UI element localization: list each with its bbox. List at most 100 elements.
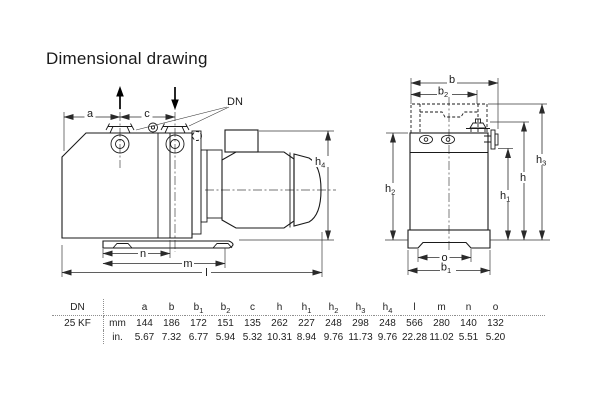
table-spacer-cell: [509, 316, 545, 331]
table-value-in: 9.76: [377, 331, 398, 343]
end-view: b b2 h2 h1 h h3: [382, 74, 553, 275]
table-value-in: 5.32: [242, 331, 263, 343]
table-value-in: 10.31: [266, 331, 293, 343]
table-value-in: 5.67: [134, 331, 155, 343]
base-plate: [102, 240, 234, 249]
base-notch-right: [212, 243, 233, 249]
table-row-label-empty: [52, 330, 104, 344]
table-value-in: 5.51: [458, 331, 479, 343]
dn-label: DN: [227, 96, 243, 108]
table-value-in: 8.94: [296, 331, 317, 343]
hidden-port-circle: [192, 131, 202, 141]
port-2-circle: [165, 134, 185, 154]
table-value-in: 5.20: [485, 331, 506, 343]
flow-arrow-down-head: [171, 99, 179, 110]
table-unit-header: [103, 299, 131, 316]
dim-label-n: n: [140, 248, 146, 260]
table-spacer-cell: [509, 330, 545, 344]
pump-body: [61, 132, 193, 239]
table-col-header-b1: b1: [185, 299, 212, 316]
dn-leader-1: [135, 106, 228, 131]
dim-label-h2: h2: [385, 183, 395, 197]
dim-label-o: o: [441, 252, 447, 264]
table-value-mm: 248: [325, 317, 342, 329]
dim-label-h4: h4: [315, 156, 325, 170]
side-view: DN a c h4 n m: [61, 86, 336, 279]
table-value-mm: 262: [271, 317, 288, 329]
table-col-header-h: h: [266, 299, 293, 316]
port-2-bore: [170, 139, 180, 149]
motor-flange: [206, 149, 223, 219]
dim-label-h1: h1: [500, 190, 510, 204]
table-value-in: 9.76: [323, 331, 344, 343]
table-corner-header: DN: [52, 299, 104, 316]
table-value-in: 5.94: [215, 331, 236, 343]
adapter-plate-2: [200, 149, 208, 223]
table-value-mm: 172: [190, 317, 207, 329]
table-row-label: 25 KF: [52, 315, 104, 330]
table-value-in: 6.77: [188, 331, 209, 343]
oil-sight-glass: [419, 134, 433, 145]
table-value-mm: 144: [136, 317, 153, 329]
oil-fill-plug: [441, 134, 455, 145]
table-unit-mm: mm: [109, 317, 126, 329]
table-col-header-h4: h4: [374, 299, 401, 316]
table-spacer-cell: [509, 299, 545, 316]
pump-foot-end: [407, 229, 491, 249]
port-1-circle: [110, 134, 130, 154]
table-col-header-h3: h3: [347, 299, 374, 316]
kf-flange-1: [105, 123, 135, 134]
lifting-eye-hole: [150, 125, 156, 130]
table-value-mm: 248: [379, 317, 396, 329]
dim-label-a: a: [87, 108, 94, 120]
table-value-mm: 140: [460, 317, 477, 329]
gas-ballast-knob: [466, 118, 490, 133]
table-value-mm: 280: [433, 317, 450, 329]
kf-flange-2: [160, 123, 190, 134]
table-col-header-h2: h2: [320, 299, 347, 316]
table-col-header-l: l: [401, 299, 428, 316]
dim-label-h3: h3: [536, 154, 546, 168]
table-value-mm: 132: [487, 317, 504, 329]
handle-hidden-outline: [410, 103, 488, 133]
side-flange: [484, 129, 499, 150]
dim-label-b2: b2: [438, 86, 448, 100]
base-notch-left: [112, 243, 133, 249]
port-1-bore: [115, 139, 125, 149]
dim-label-h: h: [520, 172, 526, 184]
dim-label-m: m: [183, 258, 192, 270]
table-unit-in: in.: [112, 331, 123, 343]
table-col-header-h1: h1: [293, 299, 320, 316]
table-value-in: 7.32: [161, 331, 182, 343]
dim-label-b: b: [449, 74, 455, 86]
lifting-eye: [148, 122, 158, 133]
table-value-in: 11.73: [348, 331, 373, 343]
dim-label-b1: b1: [441, 262, 451, 276]
terminal-box: [224, 129, 259, 153]
dim-label-l: l: [205, 267, 207, 279]
table-col-header-b: b: [158, 299, 185, 316]
dim-label-c: c: [144, 108, 150, 120]
table-value-mm: 135: [244, 317, 261, 329]
table-value-in: 11.02: [429, 331, 454, 343]
dn-leader-2: [188, 106, 230, 127]
table-col-header-n: n: [455, 299, 482, 316]
table-col-header-m: m: [428, 299, 455, 316]
table-value-mm: 151: [217, 317, 234, 329]
table-col-header-b2: b2: [212, 299, 239, 316]
table-col-header-a: a: [131, 299, 158, 316]
table-value-in: 22.28: [401, 331, 428, 343]
table-col-header-o: o: [482, 299, 509, 316]
page-title: Dimensional drawing: [46, 49, 208, 68]
table-value-mm: 298: [352, 317, 369, 329]
flow-arrow-up-head: [116, 86, 124, 97]
dimensional-drawing-canvas: DN a c h4 n m: [61, 74, 553, 279]
handle-hidden-profile: [420, 111, 478, 118]
table-value-mm: 227: [298, 317, 315, 329]
